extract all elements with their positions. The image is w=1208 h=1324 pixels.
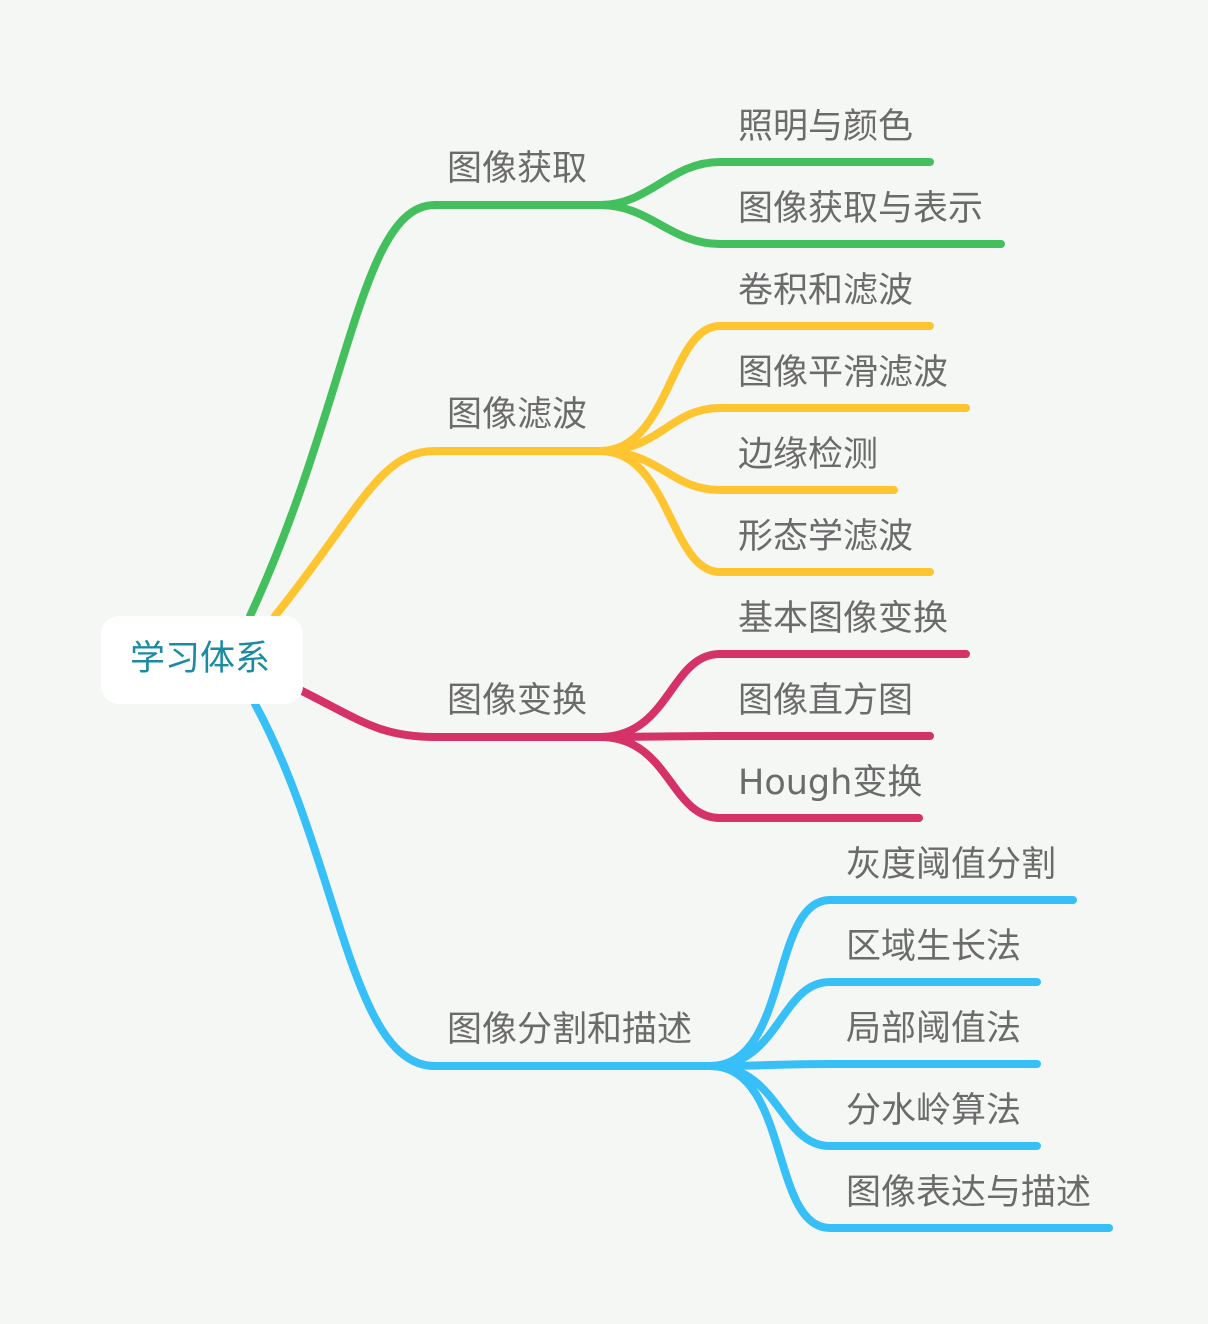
edge-branch-1-child-3 (596, 447, 934, 576)
edge-branch-2-child-1 (596, 732, 934, 741)
edge-branch-3-child-4 (706, 1062, 1113, 1232)
edge-root-branch-1 (271, 447, 604, 620)
leaf-label[interactable]: 灰度阈值分割 (846, 845, 1057, 885)
edge-branch-0-child-1 (596, 201, 1005, 248)
edge-branch-3-child-2 (706, 1060, 1041, 1070)
leaf-label[interactable]: 卷积和滤波 (738, 271, 914, 311)
leaf-label[interactable]: 图像直方图 (738, 681, 914, 721)
root-node[interactable] (101, 616, 303, 704)
leaf-label[interactable]: 区域生长法 (846, 927, 1022, 967)
branch-label-image-acquisition[interactable]: 图像获取 (447, 149, 588, 189)
leaf-label[interactable]: 形态学滤波 (738, 517, 914, 557)
edge-root-branch-2 (296, 686, 604, 741)
leaf-label[interactable]: Hough变换 (738, 763, 923, 803)
leaf-label[interactable]: 图像平滑滤波 (738, 353, 949, 393)
branch-label-image-filtering[interactable]: 图像滤波 (447, 395, 588, 435)
leaf-label[interactable]: 分水岭算法 (846, 1091, 1022, 1131)
leaf-label[interactable]: 基本图像变换 (738, 599, 949, 639)
leaf-label[interactable]: 图像表达与描述 (846, 1173, 1092, 1213)
edge-root-branch-0 (246, 201, 604, 620)
leaf-label[interactable]: 边缘检测 (738, 435, 879, 475)
branch-label-segmentation-description[interactable]: 图像分割和描述 (447, 1010, 693, 1050)
branch-label-image-transform[interactable]: 图像变换 (447, 681, 588, 721)
leaf-label[interactable]: 局部阈值法 (846, 1009, 1022, 1049)
edge-branch-2-child-2 (596, 733, 923, 822)
leaf-label[interactable]: 图像获取与表示 (738, 189, 984, 229)
leaf-label[interactable]: 照明与颜色 (738, 107, 914, 147)
edge-root-branch-3 (251, 700, 714, 1070)
root-node-label: 学习体系 (130, 639, 271, 679)
